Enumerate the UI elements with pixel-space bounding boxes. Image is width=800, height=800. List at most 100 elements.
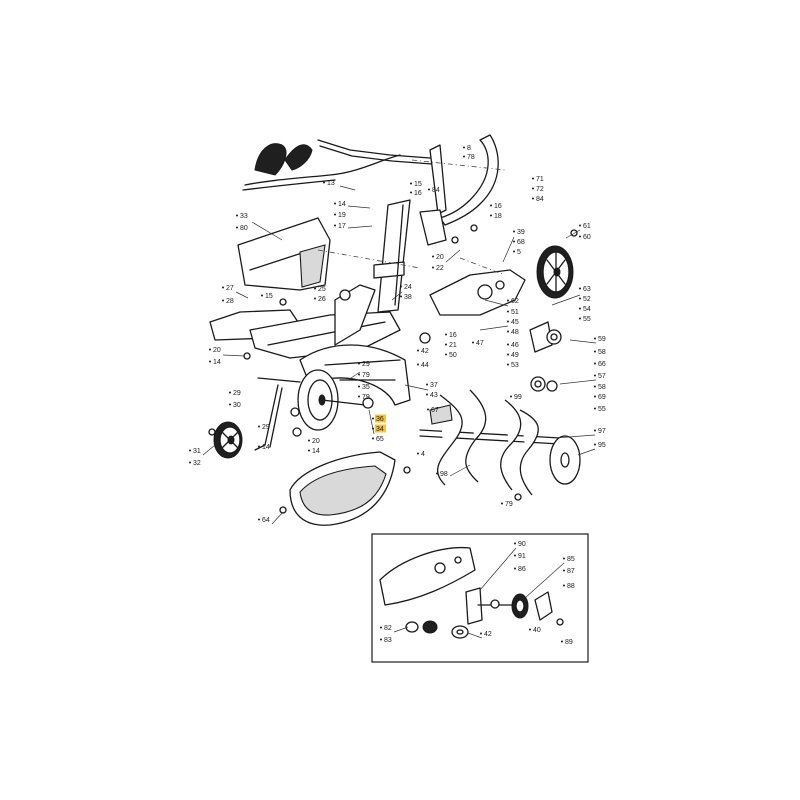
callout-number: 29 [362,361,370,368]
callout-c99: 99 [510,394,522,401]
callout-number: 16 [494,203,502,210]
callout-dot [222,286,224,289]
callout-number: 84 [536,196,544,203]
callout-dot [358,395,360,398]
callout-number: 46 [511,342,519,349]
callout-number: 29 [262,424,270,431]
callout-number: 97 [598,428,606,435]
callout-dot [579,235,581,238]
callout-dot [323,181,325,184]
callout-number: 37 [430,382,438,389]
callout-number: 33 [240,213,248,220]
drive-disc [297,369,396,431]
callout-c28: 28 [222,298,234,305]
callout-c20b: 20 [209,347,221,354]
callout-c59: 59 [594,336,606,343]
callout-c35: 35 [358,384,370,391]
callout-dot [314,297,316,300]
callout-dot [513,240,515,243]
callout-c67: 67 [427,407,439,414]
callout-c19: 19 [334,212,346,219]
callout-c15a: 15 [410,181,422,188]
callout-number: 78 [467,154,475,161]
callout-dot [594,350,596,353]
callout-number: 63 [583,286,591,293]
callout-c57: 57 [594,373,606,380]
callout-dot [507,330,509,333]
callout-c17: 17 [334,223,346,230]
callout-number: 16 [449,332,457,339]
callout-number: 15 [265,293,273,300]
callout-number: 67 [431,407,439,414]
wheel-bracket [254,377,302,451]
leader-lines [202,185,597,639]
callout-number: 42 [421,348,429,355]
callout-number: 48 [511,329,519,336]
callout-number: 62 [511,298,519,305]
callout-dot [358,373,360,376]
callout-dot [427,408,429,411]
callout-c85: 85 [563,556,575,563]
callout-c55b: 55 [594,406,606,413]
callout-c89: 89 [561,639,573,646]
callout-number: 8 [467,145,471,152]
tiller-tines [419,389,561,496]
callout-c52: 52 [579,296,591,303]
callout-number: 54 [583,306,591,313]
callout-number: 82 [384,625,392,632]
callout-c42a: 42 [417,348,429,355]
callout-dot [480,632,482,635]
callout-number: 95 [598,442,606,449]
callout-number: 21 [449,342,457,349]
callout-c14b: 14 [209,359,221,366]
callout-number: 39 [517,229,525,236]
callout-c55a: 55 [579,316,591,323]
callout-c95: 95 [594,442,606,449]
callout-dot [308,439,310,442]
callout-dot [258,518,260,521]
callout-dot [490,204,492,207]
hub-parts [529,321,562,392]
callout-dot [563,569,565,572]
callout-number: 42 [484,631,492,638]
drive-wheel [536,245,574,299]
callout-c68: 68 [513,239,525,246]
callout-c62: 62 [507,298,519,305]
callout-number: 69 [598,394,606,401]
callout-dot [236,226,238,229]
callout-number: 86 [518,566,526,573]
callout-c25: 25 [314,286,326,293]
callout-number: 85 [567,556,575,563]
callout-number: 45 [511,319,519,326]
callout-dot [514,542,516,545]
callout-dot [514,567,516,570]
callout-dot [372,437,374,440]
callout-c79a: 79 [358,372,370,379]
callout-c38: 38 [400,294,412,301]
callout-number: 20 [213,347,221,354]
callout-dot [532,177,534,180]
callout-dot [501,502,503,505]
callout-c15b: 15 [261,293,273,300]
callout-dot [236,214,238,217]
callout-c79c: 79 [501,501,513,508]
callout-dot [594,374,596,377]
callout-c29c: 29 [258,424,270,431]
callout-dot [334,213,336,216]
callout-c78: 78 [463,154,475,161]
callout-dot [380,626,382,629]
callout-dot [209,348,211,351]
callout-dot [410,182,412,185]
callout-number: 24 [404,284,412,291]
callout-number: 66 [598,361,606,368]
callout-dot [563,557,565,560]
callout-number: 19 [338,212,346,219]
callout-c32: 32 [189,460,201,467]
callout-c51: 51 [507,309,519,316]
callout-number: 13 [327,180,335,187]
callout-number: 65 [376,436,384,443]
callout-c91: 91 [514,553,526,560]
callout-dot [380,638,382,641]
callout-dot [436,472,438,475]
